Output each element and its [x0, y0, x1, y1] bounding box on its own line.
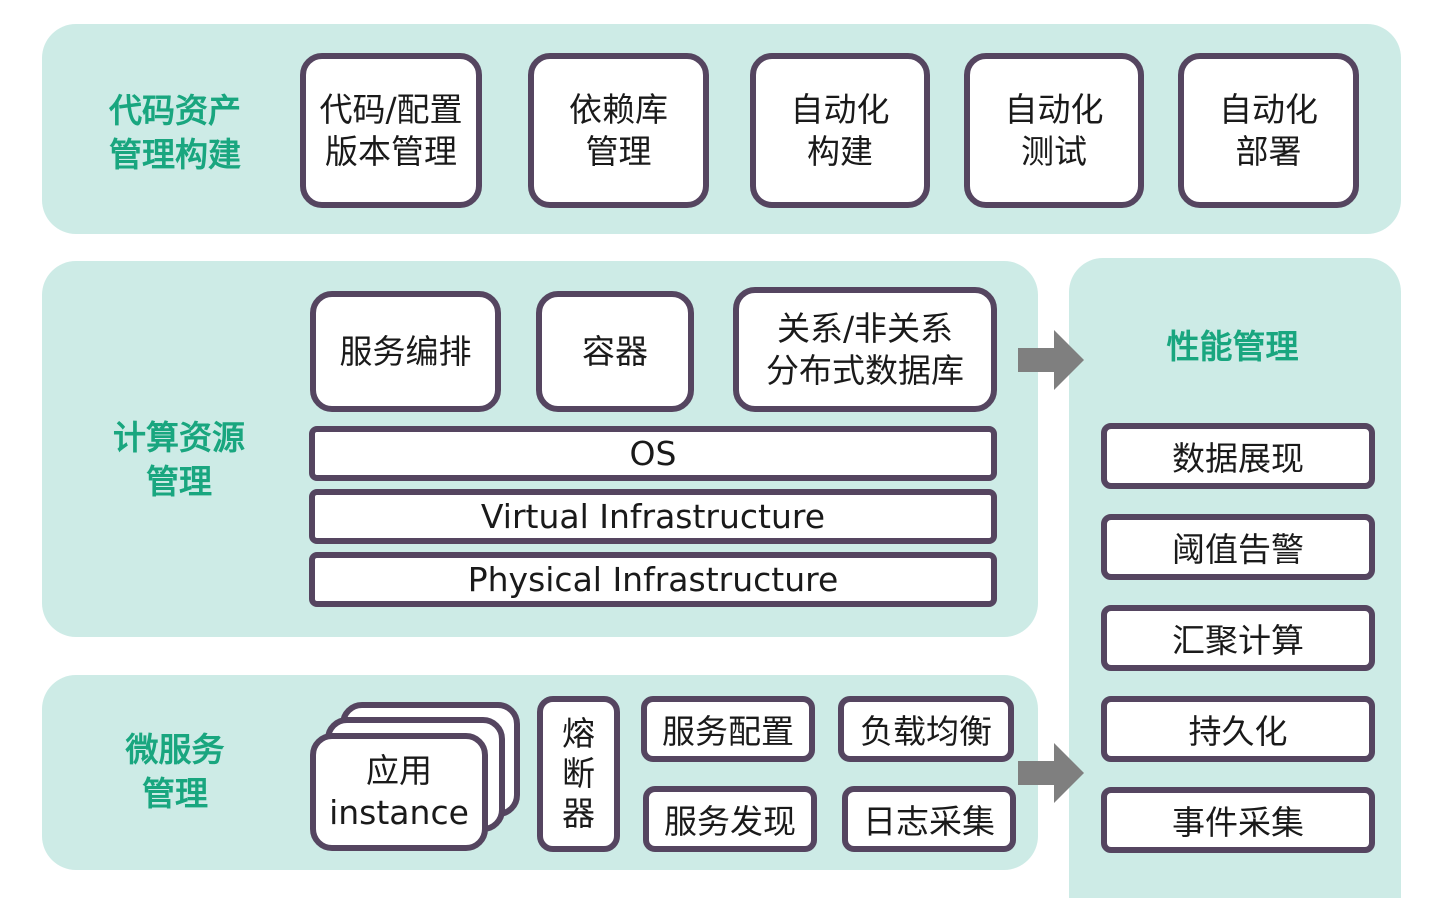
service-config-box: 服务配置: [641, 696, 815, 762]
breaker-char-1: 熔: [562, 714, 595, 753]
auto-deploy-box: 自动化 部署: [1178, 53, 1359, 208]
perf-item-aggregation: 汇聚计算: [1101, 605, 1375, 671]
box-label: 事件采集: [1172, 803, 1304, 842]
os-layer: OS: [309, 426, 997, 481]
box-label-line1: 自动化: [1004, 89, 1104, 129]
box-label-line2: 版本管理: [325, 131, 457, 171]
layer-label: Virtual Infrastructure: [480, 496, 826, 536]
distributed-database-box: 关系/非关系 分布式数据库: [733, 287, 997, 412]
box-label-line2: 测试: [1021, 131, 1087, 171]
load-balancing-box: 负载均衡: [838, 696, 1014, 762]
box-label-line1: 关系/非关系: [776, 308, 954, 348]
perf-item-data-display: 数据展现: [1101, 423, 1375, 489]
micro-title-line1: 微服务: [125, 730, 225, 769]
compute-resource-title: 计算资源 管理: [88, 415, 270, 505]
box-label-line1: 自动化: [1219, 89, 1318, 129]
box-label-line2: 构建: [807, 131, 873, 171]
box-label-line2: 分布式数据库: [766, 350, 964, 390]
box-label: 容器: [582, 331, 648, 371]
box-label-line1: 应用: [366, 751, 432, 790]
service-orchestration-box: 服务编排: [310, 291, 501, 412]
compute-title-line2: 管理: [146, 462, 212, 501]
box-label-line1: 代码/配置: [319, 89, 463, 129]
box-label: 日志采集: [863, 802, 995, 841]
arrow-right-icon: [1018, 330, 1084, 390]
micro-title-line2: 管理: [142, 774, 208, 813]
auto-build-box: 自动化 构建: [750, 53, 930, 208]
perf-item-persistence: 持久化: [1101, 696, 1375, 762]
performance-title: 性能管理: [1120, 322, 1345, 372]
code-asset-panel: [42, 24, 1401, 234]
code-asset-title: 代码资产 管理构建: [80, 88, 270, 178]
box-label: 服务发现: [664, 802, 796, 841]
layer-label: Physical Infrastructure: [467, 559, 839, 599]
box-label-line1: 自动化: [790, 89, 890, 129]
box-label: 服务编排: [339, 331, 472, 371]
box-label: 服务配置: [662, 712, 794, 751]
physical-infrastructure-layer: Physical Infrastructure: [309, 552, 997, 607]
perf-item-event-collection: 事件采集: [1101, 787, 1375, 853]
box-label-line2: 部署: [1235, 131, 1302, 171]
code-asset-title-line1: 代码资产: [109, 91, 241, 130]
box-label: 数据展现: [1172, 439, 1304, 478]
auto-test-box: 自动化 测试: [964, 53, 1144, 208]
box-label-line2: 管理: [585, 131, 652, 171]
box-label: 阈值告警: [1172, 530, 1304, 569]
breaker-char-3: 器: [562, 794, 595, 833]
service-discovery-box: 服务发现: [643, 786, 817, 852]
circuit-breaker-box: 熔 断 器: [537, 696, 620, 852]
box-label: 汇聚计算: [1172, 621, 1304, 660]
box-label-line2: instance: [329, 793, 469, 832]
box-label: 持久化: [1188, 712, 1288, 751]
compute-title-line1: 计算资源: [113, 418, 245, 457]
breaker-char-2: 断: [562, 754, 595, 793]
layer-label: OS: [629, 433, 677, 473]
box-label: 负载均衡: [860, 712, 992, 751]
log-collection-box: 日志采集: [842, 786, 1016, 852]
arrow-right-icon: [1018, 743, 1084, 803]
code-asset-title-line2: 管理构建: [109, 135, 241, 174]
container-box: 容器: [536, 291, 694, 412]
app-instance-box: 应用 instance: [310, 733, 488, 851]
virtual-infrastructure-layer: Virtual Infrastructure: [309, 489, 997, 544]
box-label-line1: 依赖库: [569, 89, 668, 129]
dependency-management-box: 依赖库 管理: [528, 53, 709, 208]
microservice-title: 微服务 管理: [80, 727, 270, 817]
perf-item-threshold-alert: 阈值告警: [1101, 514, 1375, 580]
performance-title-text: 性能管理: [1166, 327, 1299, 366]
version-management-box: 代码/配置 版本管理: [300, 53, 482, 208]
